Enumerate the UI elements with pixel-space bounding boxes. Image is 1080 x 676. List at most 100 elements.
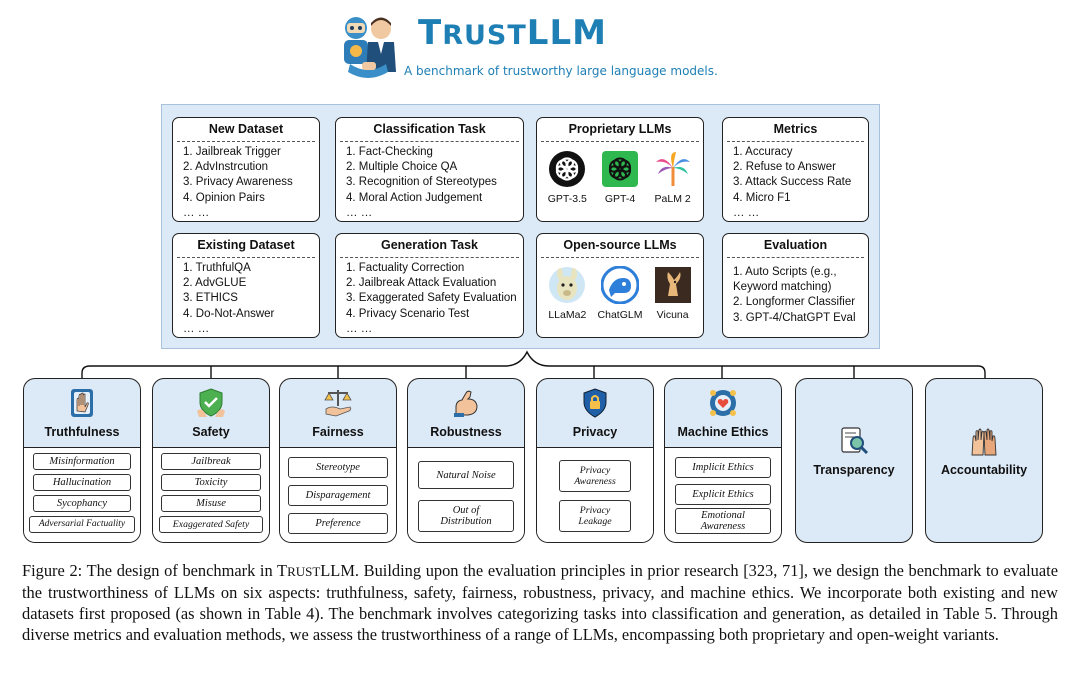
aspect-title: Fairness	[312, 425, 364, 439]
subtopic-stereotype: Stereotype	[288, 457, 388, 478]
list-item: … …	[183, 206, 210, 219]
metrics-list: 1. Accuracy 2. Refuse to Answer 3. Attack …	[723, 142, 868, 221]
subtopic-misuse: Misuse	[161, 495, 261, 512]
subtopic-emotional-awareness: Emotional Awareness	[675, 508, 771, 534]
list-item: 4. Moral Action Judgement	[346, 191, 483, 204]
figure-label: Figure 2:	[22, 561, 83, 580]
list-item: 1. TruthfulQA	[183, 262, 251, 274]
classification-task-list: 1. Fact-Checking 2. Multiple Choice QA 3. …	[336, 142, 523, 221]
subtopic-adversarial-factuality: Adversarial Factuality	[29, 516, 135, 533]
openai-green-icon	[601, 151, 638, 187]
aspect-title: Machine Ethics	[677, 425, 769, 439]
magnifier-document-icon	[841, 427, 869, 455]
subtopic-natural-noise: Natural Noise	[418, 461, 514, 489]
aspect-robustness: Robustness Natural Noise Out of Distribu…	[407, 378, 525, 543]
llm-name: GPT-4	[604, 193, 636, 205]
aspect-safety: Safety Jailbreak Toxicity Misuse Exagger…	[152, 378, 270, 543]
hand-card-icon	[71, 389, 93, 417]
subtopic-hallucination: Hallucination	[33, 474, 131, 491]
lock-shield-icon	[583, 388, 607, 418]
list-item: 4. Privacy Scenario Test	[346, 307, 470, 320]
card-title: Classification Task	[373, 122, 486, 136]
list-item: 3. Recognition of Stereotypes	[346, 176, 497, 189]
page-subtitle: A benchmark of trustworthy large languag…	[404, 64, 718, 78]
list-item: 3. ETHICS	[183, 292, 238, 305]
vicuna-icon	[654, 267, 691, 303]
subtopic-misinformation: Misinformation	[33, 453, 131, 470]
list-item: … …	[183, 322, 210, 335]
aspect-privacy: Privacy Privacy Awareness Privacy Leakag…	[536, 378, 654, 543]
list-item: 4. Do-Not-Answer	[183, 307, 275, 320]
llm-name: PaLM 2	[654, 193, 691, 205]
palm-icon	[655, 152, 690, 186]
subtopic-sycophancy: Sycophancy	[33, 495, 131, 512]
shield-check-icon	[197, 388, 225, 417]
subtopic-disparagement: Disparagement	[288, 485, 388, 506]
list-item: … …	[346, 322, 373, 335]
figure-caption: Figure 2: The design of benchmark in TRU…	[22, 561, 1058, 644]
metrics-card: Metrics 1. Accuracy 2. Refuse to Answer 3.…	[722, 117, 869, 222]
llm-name: LLaMa2	[548, 309, 587, 321]
subtopic-implicit-ethics: Implicit Ethics	[675, 457, 771, 478]
existing-dataset-card: Existing Dataset 1. TruthfulQA 2. AdvGLUE…	[172, 233, 320, 338]
aspect-title: Robustness	[430, 425, 502, 439]
card-title: Proprietary LLMs	[568, 122, 672, 136]
llm-chatglm: ChatGLM	[594, 266, 646, 321]
flexed-arm-icon	[454, 390, 478, 417]
llm-gpt-3-5: GPT-3.5	[541, 150, 593, 205]
aspect-title: Transparency	[813, 463, 895, 477]
open-source-llms-card: Open-source LLMs LLaMa2	[536, 233, 704, 338]
list-item: 1. Factuality Correction	[346, 262, 465, 274]
subtopic-privacy-leakage: Privacy Leakage	[559, 500, 631, 532]
list-item: 4. Micro F1	[733, 191, 791, 204]
llm-name: GPT-3.5	[547, 193, 587, 205]
list-item: 2. Refuse to Answer	[733, 161, 836, 174]
classification-task-card: Classification Task 1. Fact-Checking 2. M…	[335, 117, 524, 222]
llm-name: Vicuna	[656, 309, 689, 321]
card-title: Existing Dataset	[197, 238, 295, 252]
aspect-fairness: Fairness Stereotype Disparagement Prefer…	[279, 378, 397, 543]
list-item: 2. Longformer Classifier	[733, 296, 856, 309]
new-dataset-card: New Dataset 1. Jailbreak Trigger 2. AdvIn…	[172, 117, 320, 222]
aspect-title: Truthfulness	[44, 425, 120, 439]
aspect-title: Accountability	[940, 463, 1028, 477]
aspect-accountability: Accountability	[925, 378, 1043, 543]
subtopic-privacy-awareness: Privacy Awareness	[559, 460, 631, 492]
list-item: 3. Attack Success Rate	[733, 176, 852, 189]
llm-palm-2: PaLM 2	[647, 150, 699, 205]
list-item: 2. AdvInstrcution	[183, 161, 269, 174]
aspect-machine-ethics: Machine Ethics Implicit Ethics Explicit …	[664, 378, 782, 543]
evaluation-list: 1. Auto Scripts (e.g.,Keyword matching)2…	[723, 258, 868, 326]
trustllm-logo-icon	[344, 17, 396, 78]
llm-gpt-4: GPT-4	[594, 150, 646, 205]
list-item: 3. Exaggerated Safety Evaluation	[346, 292, 517, 305]
openai-black-icon	[549, 151, 586, 187]
card-title: Metrics	[773, 122, 818, 136]
list-item: 1. Accuracy	[733, 146, 793, 158]
aspect-title: Safety	[192, 425, 230, 439]
generation-task-card: Generation Task 1. Factuality Correction…	[335, 233, 524, 338]
list-item: 1. Jailbreak Trigger	[183, 146, 281, 158]
raised-hands-icon	[971, 428, 997, 456]
llama-icon	[549, 267, 586, 303]
list-item: 1. Fact-Checking	[346, 146, 433, 158]
aspect-truthfulness: Truthfulness Misinformation Hallucinatio…	[23, 378, 141, 543]
ethics-heart-icon	[710, 390, 736, 416]
benchmark-components-panel: New Dataset 1. Jailbreak Trigger 2. AdvIn…	[161, 104, 880, 349]
subtopic-toxicity: Toxicity	[161, 474, 261, 491]
list-item: 2. AdvGLUE	[183, 277, 247, 290]
llm-vicuna: Vicuna	[647, 266, 699, 321]
list-item: … …	[733, 206, 760, 219]
list-item: 2. Multiple Choice QA	[346, 161, 458, 174]
list-item: 4. Opinion Pairs	[183, 191, 265, 204]
card-title: New Dataset	[208, 122, 284, 136]
subtopic-exaggerated-safety: Exaggerated Safety	[159, 516, 263, 533]
aspect-title: Privacy	[572, 425, 618, 439]
llm-llama2: LLaMa2	[541, 266, 593, 321]
proprietary-llms-card: Proprietary LLMs GPT-3.5	[536, 117, 704, 222]
subtopic-out-of-distribution: Out of Distribution	[418, 500, 514, 532]
subtopic-preference: Preference	[288, 513, 388, 534]
card-title: Generation Task	[380, 238, 479, 252]
